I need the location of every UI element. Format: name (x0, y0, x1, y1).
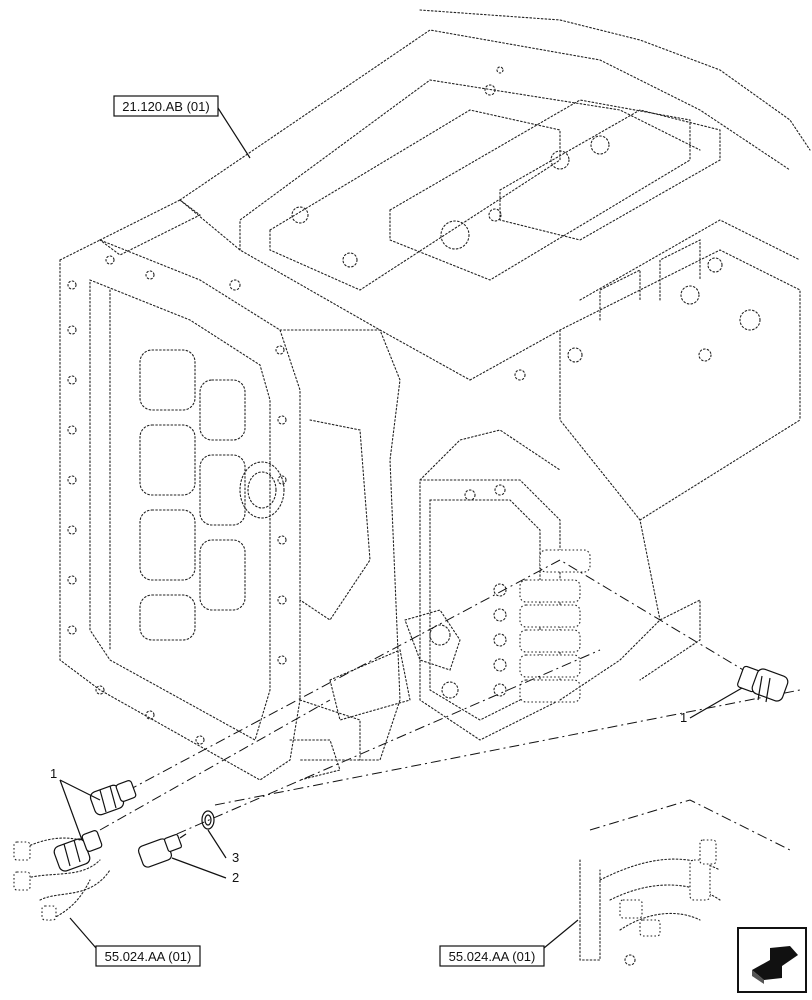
reference-label-bottom-right: 55.024.AA (01) (449, 949, 536, 964)
pressure-sensor-right (737, 665, 789, 703)
reference-label-bottom-left: 55.024.AA (01) (105, 949, 192, 964)
next-page-arrow-icon[interactable] (737, 927, 807, 993)
callout-2: 2 (232, 870, 239, 885)
leader-lines (59, 107, 743, 949)
pressure-sensor-left-upper (89, 780, 137, 816)
transmission-housing (59, 9, 811, 781)
pressure-sensor-left-lower (53, 830, 103, 872)
callout-1-right: 1 (680, 710, 687, 725)
sealing-washer (201, 810, 215, 830)
wiring-harness-left (13, 837, 111, 921)
wiring-harness-right (579, 799, 791, 966)
callout-3: 3 (232, 850, 239, 865)
reference-55-024-aa-left[interactable]: 55.024.AA (01) (95, 945, 201, 967)
callout-1-left: 1 (50, 766, 57, 781)
reference-21-120-ab[interactable]: 21.120.AB (01) (113, 95, 219, 117)
solenoid-stack (493, 549, 591, 703)
reference-55-024-aa-right[interactable]: 55.024.AA (01) (439, 945, 545, 967)
reference-label-top: 21.120.AB (01) (122, 99, 209, 114)
pressure-switch (137, 833, 187, 868)
alignment-lines (99, 559, 801, 851)
